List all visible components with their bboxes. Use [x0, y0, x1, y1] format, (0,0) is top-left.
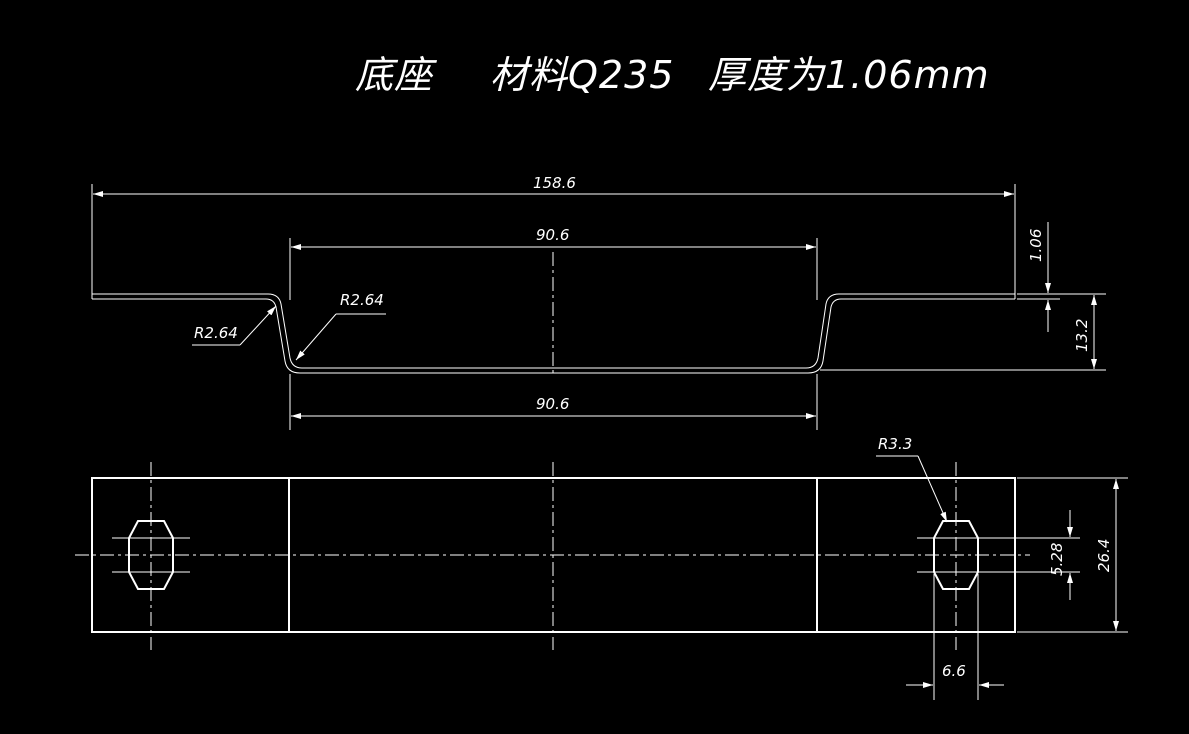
slot-left	[128, 520, 174, 590]
dim-bottom-width: 90.6	[536, 395, 569, 413]
dim-slot-width: 6.6	[942, 662, 966, 680]
dim-plate-width: 26.4	[1095, 539, 1113, 572]
dim-bend-radius-left: R2.64	[194, 324, 238, 342]
title-block: 底座 材料Q235 厚度为1.06mm	[355, 53, 990, 97]
leader-r264-right	[295, 313, 337, 361]
material-label: 材料Q235	[490, 53, 674, 97]
leader-r264-left	[239, 305, 277, 346]
profile-outer-line	[92, 293, 1015, 369]
dim-slot-length: 5.28	[1048, 543, 1066, 576]
part-name: 底座	[355, 53, 438, 97]
dim-top-inner-width: 90.6	[536, 226, 569, 244]
profile-inner-line	[92, 298, 1015, 374]
dim-bend-radius-right: R2.64	[340, 291, 384, 309]
slot-right	[933, 520, 979, 590]
leader-r33	[917, 455, 948, 523]
dim-depth: 13.2	[1073, 319, 1091, 352]
side-profile-view: 158.6 90.6 90.6 R2.64 R2.64 1.06 13.2	[91, 174, 1106, 430]
dim-slot-radius: R3.3	[878, 435, 912, 453]
dim-overall-length: 158.6	[533, 174, 576, 192]
plan-view: R3.3 5.28 26.4 6.6	[75, 435, 1128, 700]
dim-sheet-thickness: 1.06	[1027, 229, 1045, 262]
thickness-label: 厚度为1.06mm	[708, 53, 990, 97]
